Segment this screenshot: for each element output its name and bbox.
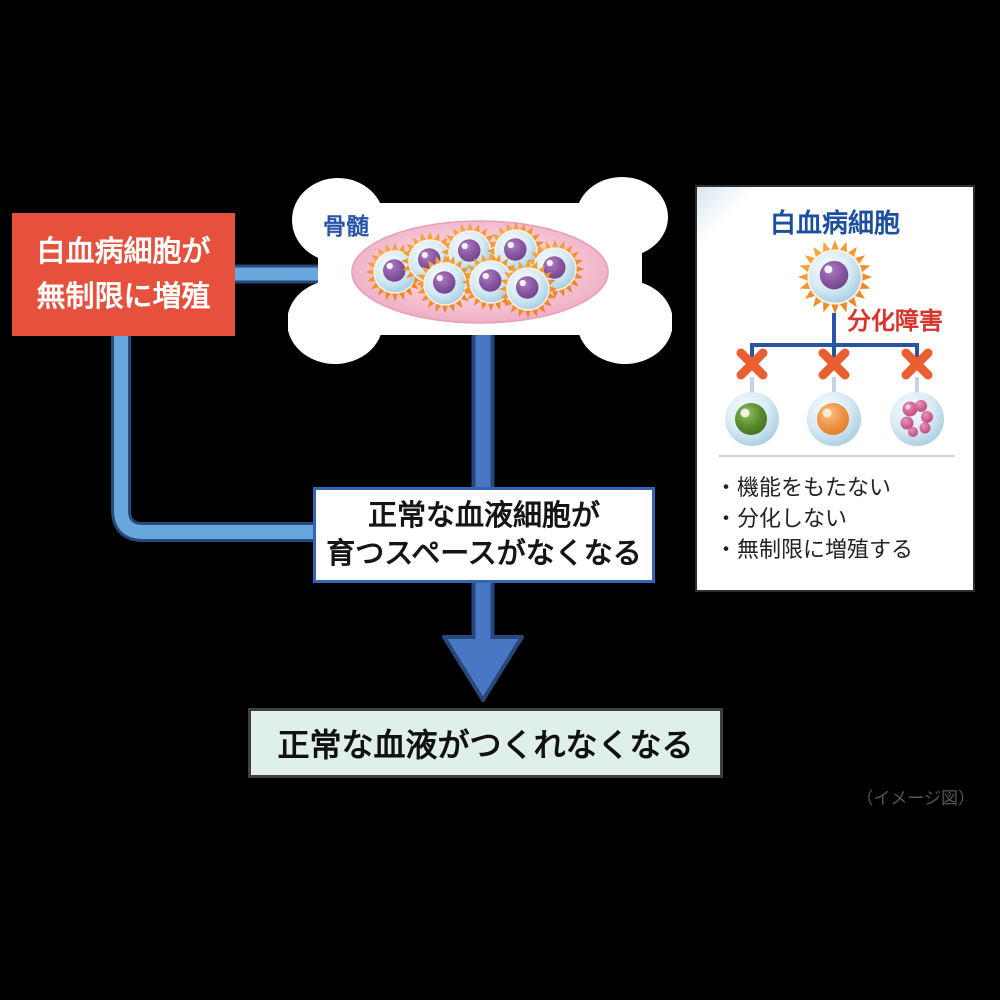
space-box-line2: 育つスペースがなくなる	[326, 538, 642, 570]
result-box: 正常な血液がつくれなくなる	[248, 708, 723, 778]
bullet-no-function: ・機能をもたない	[715, 475, 892, 500]
green-nucleus-cell	[725, 392, 779, 446]
panel-divider	[719, 455, 955, 457]
x-mark-icon	[736, 348, 768, 380]
cause-box-line1: 白血病細胞が	[36, 235, 211, 268]
cause-box-line2: 無制限に増殖	[36, 280, 211, 313]
bone-illustration	[288, 177, 672, 364]
leukemia-cell-panel: 白血病細胞	[695, 185, 975, 592]
panel-graphics	[725, 239, 944, 446]
result-box-text: 正常な血液がつくれなくなる	[277, 727, 694, 763]
lobed-nucleus-cell	[890, 392, 944, 446]
space-box-line1: 正常な血液細胞が	[367, 500, 600, 532]
x-mark-icons	[736, 348, 933, 380]
connector-cause-to-spacebox	[111, 330, 320, 542]
bullet-no-differentiation: ・分化しない	[715, 506, 848, 531]
cause-box: 白血病細胞が 無制限に増殖	[12, 213, 235, 336]
panel-bullet-list: ・機能をもたない ・分化しない ・無制限に増殖する	[715, 472, 913, 565]
panel-title: 白血病細胞	[769, 208, 900, 238]
orange-nucleus-cell	[807, 392, 861, 446]
bullet-unlimited-growth: ・無制限に増殖する	[715, 537, 914, 562]
image-caption: （イメージ図）	[856, 789, 975, 808]
x-mark-icon	[818, 348, 850, 380]
differentiation-tree	[750, 313, 919, 359]
bone-marrow-label: 骨髄	[323, 213, 369, 239]
x-mark-icon	[901, 348, 933, 380]
differentiation-disorder-label: 分化障害	[847, 308, 943, 335]
space-box: 正常な血液細胞が 育つスペースがなくなる	[313, 487, 655, 583]
